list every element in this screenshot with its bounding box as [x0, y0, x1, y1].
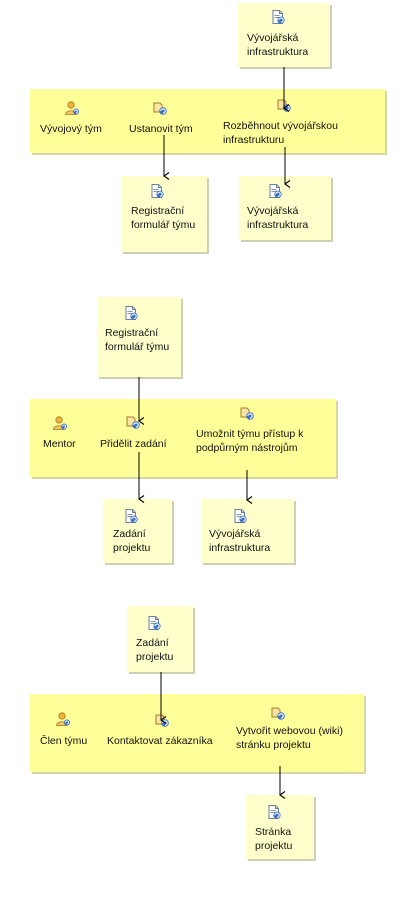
artifact-label: Registrační formulář týmu	[105, 327, 170, 353]
artifact-label: Vývojářská infrastruktura	[209, 528, 271, 554]
task-assign-project[interactable]: Přidělit zadání	[100, 438, 167, 450]
task-start-dev-infrastructure[interactable]: Rozběhnout vývojářskou infrastrukturu	[223, 120, 338, 146]
task-establish-team[interactable]: Ustanovit tým	[129, 123, 193, 135]
role-label: Člen týmu	[40, 735, 88, 747]
artifact-output-project-page[interactable]: Stránka projektu	[246, 795, 314, 859]
artifact-label: Vývojářská infrastruktura	[247, 32, 309, 58]
artifact-output-project-assignment-1[interactable]: Zadání projektu	[103, 499, 172, 563]
swimlane-development-team[interactable]	[30, 89, 385, 153]
artifact-output-registration-form[interactable]: Registrační formulář týmu	[121, 176, 207, 252]
task-enable-tools-access[interactable]: Umožnit týmu přístup k podpůrným nástroj…	[196, 428, 304, 454]
artifact-label: Vývojářská infrastruktura	[247, 205, 309, 231]
artifact-label: Zadání projektu	[136, 637, 174, 663]
swimlane-mentor[interactable]	[30, 399, 336, 477]
artifact-output-infrastructure-2[interactable]: Vývojářská infrastruktura	[201, 499, 294, 563]
artifact-label: Zadání projektu	[113, 528, 151, 554]
task-create-wiki-page[interactable]: Vytvořit webovou (wiki) stránku projektu	[236, 725, 343, 751]
artifact-input-registration-form[interactable]: Registrační formulář týmu	[97, 297, 181, 377]
task-contact-customer[interactable]: Kontaktovat zákazníka	[107, 735, 213, 747]
artifact-input-infrastructure-1[interactable]: Vývojářská infrastruktura	[238, 3, 330, 67]
role-label: Vývojový tým	[40, 123, 102, 135]
role-label: Mentor	[43, 438, 76, 450]
artifact-label: Stránka projektu	[255, 826, 293, 852]
artifact-label: Registrační formulář týmu	[131, 205, 196, 231]
artifact-input-project-assignment[interactable]: Zadání projektu	[127, 606, 193, 672]
swimlane-team-member[interactable]	[30, 694, 364, 772]
